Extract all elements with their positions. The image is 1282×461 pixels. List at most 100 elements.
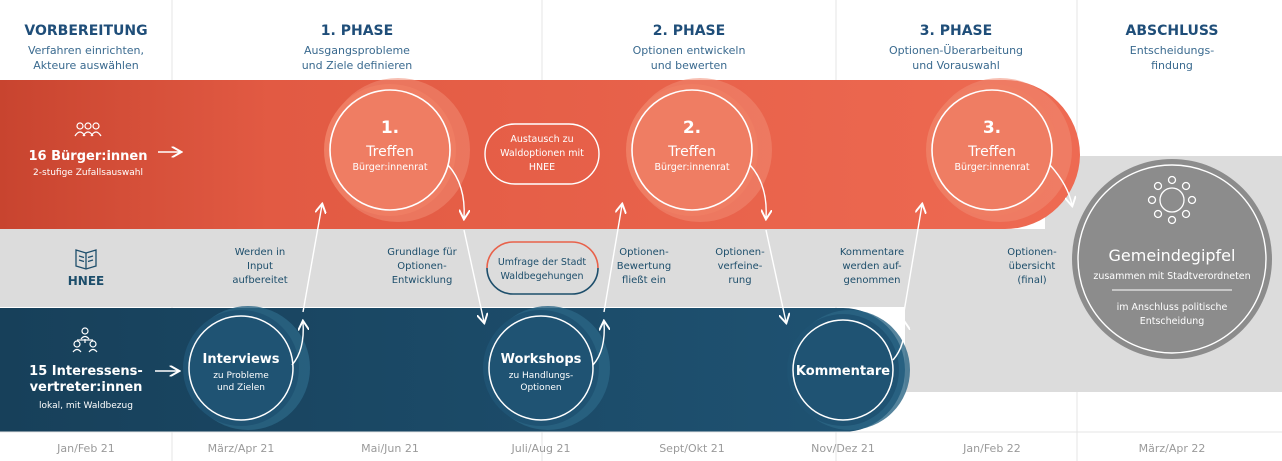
svg-text:rung: rung bbox=[728, 275, 751, 286]
actor-title: 15 Interessens- bbox=[29, 364, 143, 379]
gipfel-note: im Anschluss politische bbox=[1117, 302, 1228, 313]
meeting-number: 3. bbox=[983, 118, 1001, 138]
phase-subtitle: Entscheidungs- bbox=[1130, 44, 1214, 57]
timeline-label: März/Apr 22 bbox=[1139, 442, 1206, 455]
meeting-circle-2: 2. Treffen Bürger:innenrat bbox=[626, 78, 772, 222]
timeline-label: Sept/Okt 21 bbox=[659, 442, 725, 455]
timeline-label: März/Apr 21 bbox=[208, 442, 275, 455]
meeting-number: 1. bbox=[381, 118, 399, 138]
svg-text:Werden in: Werden in bbox=[235, 247, 286, 258]
circle-subtitle: zu Handlungs- bbox=[509, 371, 574, 381]
buerger-band bbox=[0, 80, 1080, 229]
phase-subtitle: Optionen entwickeln bbox=[633, 44, 746, 57]
phase-header-2: 2. PHASE Optionen entwickeln und bewerte… bbox=[633, 23, 746, 72]
svg-text:verfeine-: verfeine- bbox=[718, 261, 763, 272]
svg-text:Kommentare: Kommentare bbox=[840, 247, 904, 258]
phase-header-1: 1. PHASE Ausgangsprobleme und Ziele defi… bbox=[302, 23, 413, 72]
actor-title: HNEE bbox=[68, 274, 104, 288]
timeline-label: Jan/Feb 21 bbox=[56, 442, 115, 455]
austausch-pill: Austausch zu Waldoptionen mit HNEE bbox=[484, 123, 600, 185]
svg-text:Entwicklung: Entwicklung bbox=[392, 275, 453, 286]
meeting-title: Treffen bbox=[667, 144, 716, 160]
actor-title: vertreter:innen bbox=[30, 380, 143, 395]
umfrage-pill: Umfrage der Stadt Waldbegehungen bbox=[486, 241, 599, 295]
pill-text: Waldoptionen mit bbox=[500, 148, 584, 159]
svg-text:fließt ein: fließt ein bbox=[622, 275, 666, 286]
phase-title: 1. PHASE bbox=[321, 23, 393, 39]
phase-subtitle: und Vorauswahl bbox=[912, 59, 1000, 72]
gipfel-subtitle: zusammen mit Stadtverordneten bbox=[1093, 271, 1250, 282]
gipfel-title: Gemeindegipfel bbox=[1109, 246, 1236, 265]
phase-subtitle: Verfahren einrichten, bbox=[28, 44, 144, 57]
phase-subtitle: Akteure auswählen bbox=[33, 59, 138, 72]
round-table-icon bbox=[1147, 175, 1197, 225]
phase-header-vorbereitung: VORBEREITUNG Verfahren einrichten, Akteu… bbox=[24, 23, 147, 72]
timeline-label: Mai/Jun 21 bbox=[361, 442, 419, 455]
circle-subtitle: und Zielen bbox=[217, 383, 265, 393]
flow-label-uebersicht: Optionen- übersicht (final) bbox=[1007, 247, 1057, 286]
meeting-number: 2. bbox=[683, 118, 701, 138]
meeting-circle-3: 3. Treffen Bürger:innenrat bbox=[926, 78, 1072, 222]
phase-subtitle: und bewerten bbox=[651, 59, 728, 72]
flow-label-input: Werden in Input aufbereitet bbox=[232, 247, 287, 286]
kommentare-circle: Kommentare bbox=[787, 310, 910, 430]
book-icon bbox=[75, 249, 97, 270]
meeting-circle-1: 1. Treffen Bürger:innenrat bbox=[324, 78, 470, 222]
actor-buerger: 16 Bürger:innen 2-stufige Zufallsauswahl bbox=[29, 122, 148, 178]
svg-text:Bewertung: Bewertung bbox=[617, 261, 671, 272]
actor-subtitle: 2-stufige Zufallsauswahl bbox=[33, 168, 143, 178]
pill-text: Austausch zu bbox=[510, 134, 573, 145]
phase-title: VORBEREITUNG bbox=[24, 23, 147, 39]
circle-title: Kommentare bbox=[796, 364, 890, 379]
actor-subtitle: lokal, mit Waldbezug bbox=[39, 401, 133, 411]
flow-labels: Werden in Input aufbereitet Grundlage fü… bbox=[232, 247, 1057, 286]
phase-subtitle: findung bbox=[1151, 59, 1193, 72]
meeting-subtitle: Bürger:innenrat bbox=[654, 162, 729, 173]
svg-text:aufbereitet: aufbereitet bbox=[232, 275, 287, 286]
circle-subtitle: Optionen bbox=[520, 383, 561, 393]
phase-subtitle: Ausgangsprobleme bbox=[304, 44, 410, 57]
pill-text: Umfrage der Stadt bbox=[498, 257, 587, 268]
flow-label-kommentare: Kommentare werden auf- genommen bbox=[840, 247, 904, 286]
circle-title: Workshops bbox=[501, 352, 582, 367]
phase-header-3: 3. PHASE Optionen-Überarbeitung und Vora… bbox=[889, 23, 1023, 72]
timeline-label: Juli/Aug 21 bbox=[510, 442, 570, 455]
pill-text: HNEE bbox=[529, 162, 555, 173]
flow-arrows bbox=[155, 152, 1072, 371]
timeline-label: Nov/Dez 21 bbox=[811, 442, 875, 455]
svg-text:übersicht: übersicht bbox=[1009, 261, 1056, 272]
phase-header-abschluss: ABSCHLUSS Entscheidungs- findung bbox=[1126, 23, 1219, 72]
phase-subtitle: Optionen-Überarbeitung bbox=[889, 44, 1023, 57]
svg-text:Optionen-: Optionen- bbox=[1007, 247, 1057, 258]
svg-text:Input: Input bbox=[247, 261, 273, 272]
svg-text:Grundlage für: Grundlage für bbox=[387, 247, 457, 258]
flow-label-verfeinerung: Optionen- verfeine- rung bbox=[715, 247, 765, 286]
gipfel-note: Entscheidung bbox=[1140, 316, 1205, 327]
svg-text:genommen: genommen bbox=[844, 275, 901, 286]
phase-title: ABSCHLUSS bbox=[1126, 23, 1219, 39]
interviews-circle: Interviews zu Probleme und Zielen bbox=[183, 306, 310, 430]
meeting-title: Treffen bbox=[967, 144, 1016, 160]
network-people-icon bbox=[72, 327, 98, 353]
phase-headers: VORBEREITUNG Verfahren einrichten, Akteu… bbox=[24, 23, 1218, 72]
meeting-title: Treffen bbox=[365, 144, 414, 160]
phase-subtitle: und Ziele definieren bbox=[302, 59, 413, 72]
phase-title: 3. PHASE bbox=[920, 23, 992, 39]
circle-subtitle: zu Probleme bbox=[213, 371, 269, 381]
svg-text:(final): (final) bbox=[1017, 275, 1046, 286]
actor-hnee: HNEE bbox=[68, 249, 104, 288]
timeline-label: Jan/Feb 22 bbox=[962, 442, 1021, 455]
meeting-subtitle: Bürger:innenrat bbox=[352, 162, 427, 173]
svg-text:Optionen-: Optionen- bbox=[619, 247, 669, 258]
circle-title: Interviews bbox=[202, 352, 279, 367]
svg-text:Optionen-: Optionen- bbox=[715, 247, 765, 258]
flow-label-bewertung: Optionen- Bewertung fließt ein bbox=[617, 247, 671, 286]
gemeindegipfel-circle: Gemeindegipfel zusammen mit Stadtverordn… bbox=[1072, 159, 1272, 359]
svg-text:Optionen-: Optionen- bbox=[397, 261, 447, 272]
meeting-subtitle: Bürger:innenrat bbox=[954, 162, 1029, 173]
group-people-icon bbox=[74, 122, 102, 137]
actor-interessen: 15 Interessens- vertreter:innen lokal, m… bbox=[29, 327, 143, 411]
phase-title: 2. PHASE bbox=[653, 23, 725, 39]
actor-title: 16 Bürger:innen bbox=[29, 149, 148, 164]
flow-label-grundlage: Grundlage für Optionen- Entwicklung bbox=[387, 247, 457, 286]
